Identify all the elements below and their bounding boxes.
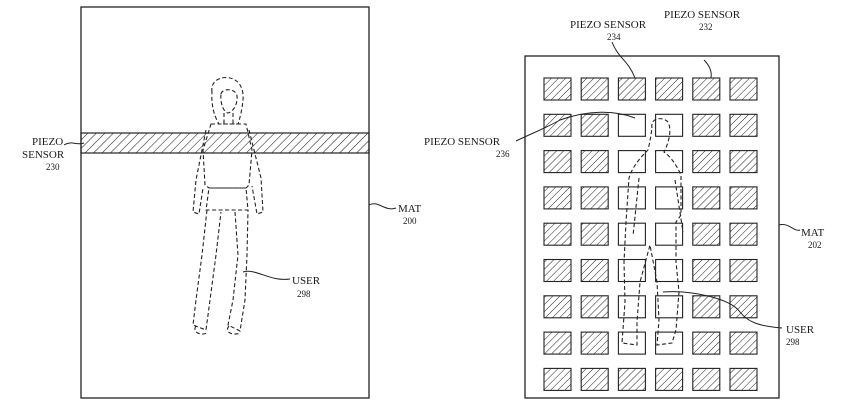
piezo-sensor-cell — [692, 77, 721, 101]
piezo-sensor-cell — [543, 295, 572, 319]
piezo-sensor-cell — [729, 77, 758, 101]
piezo-sensor-cell — [543, 367, 572, 391]
piezo-sensor-cell — [543, 331, 572, 355]
piezo-232-label: PIEZO SENSOR — [664, 9, 741, 21]
piezo-sensor-cell — [692, 150, 721, 174]
piezo-sensor-cell — [729, 331, 758, 355]
piezo-sensor-cell — [580, 367, 609, 391]
piezo-sensor-cell — [580, 258, 609, 283]
user-298-label-right: USER — [786, 324, 815, 336]
piezo-sensor-cell — [580, 295, 609, 319]
piezo-sensor-cell-active — [617, 222, 646, 246]
piezo-230-label-line1: PIEZO — [32, 136, 63, 148]
leader-piezo-236 — [515, 111, 636, 142]
piezo-sensor-cell — [580, 222, 609, 246]
piezo-236-number: 236 — [496, 149, 510, 159]
piezo-sensor-cell-active — [655, 258, 684, 283]
piezo-sensor-cell — [729, 367, 758, 391]
piezo-sensor-cell — [580, 186, 609, 210]
piezo-sensor-cell — [729, 186, 758, 210]
piezo-sensor-cell — [543, 77, 572, 101]
piezo-236-label: PIEZO SENSOR — [424, 136, 501, 148]
leader-user-298-left — [242, 270, 291, 280]
leader-user-298-right — [662, 291, 783, 329]
piezo-sensor-cell-active — [655, 150, 684, 174]
piezo-sensor-cell — [580, 331, 609, 355]
piezo-sensor-cell — [692, 331, 721, 355]
piezo-sensor-cell — [692, 113, 721, 137]
piezo-sensor-cell — [543, 113, 572, 137]
piezo-234-number: 234 — [607, 32, 621, 42]
piezo-sensor-cell — [692, 222, 721, 246]
mat-202-figure: PIEZO SENSOR 234 PIEZO SENSOR 232 PIEZO … — [424, 9, 825, 399]
piezo-sensor-cell — [617, 367, 646, 391]
piezo-234-label: PIEZO SENSOR — [570, 19, 647, 31]
piezo-sensor-cell — [543, 222, 572, 246]
piezo-sensor-grid — [543, 77, 758, 391]
piezo-sensor-cell — [692, 295, 721, 319]
mat-200-figure: PIEZO SENSOR 230 MAT 200 USER 298 — [22, 6, 422, 399]
piezo-sensor-cell-active — [617, 186, 646, 210]
user-298-number-left: 298 — [297, 289, 311, 299]
piezo-sensor-cell — [580, 77, 609, 101]
piezo-230-number: 230 — [46, 162, 60, 172]
piezo-sensor-cell — [655, 367, 684, 391]
piezo-sensor-cell — [729, 258, 758, 283]
piezo-sensor-cell-active — [655, 295, 684, 319]
piezo-232-number: 232 — [699, 22, 713, 32]
piezo-sensor-cell — [729, 295, 758, 319]
leader-piezo-230 — [63, 142, 85, 146]
user-298-number-right: 298 — [786, 337, 800, 347]
piezo-sensor-cell — [543, 186, 572, 210]
piezo-sensor-cell — [729, 113, 758, 137]
piezo-sensor-cell — [543, 150, 572, 174]
leader-piezo-232 — [703, 59, 712, 79]
piezo-sensor-cell — [655, 77, 684, 101]
leader-mat-200 — [368, 203, 397, 210]
mat-200-outline — [80, 6, 370, 399]
mat-200-number: 200 — [403, 216, 417, 226]
piezo-sensor-cell — [692, 258, 721, 283]
piezo-230-label-line2: SENSOR — [22, 149, 65, 161]
piezo-sensor-cell — [729, 150, 758, 174]
leader-piezo-234 — [611, 41, 636, 79]
user-298-label-left: USER — [292, 275, 321, 287]
mat-202-number: 202 — [808, 240, 822, 250]
piezo-sensor-cell — [692, 186, 721, 210]
user-298-silhouette-left — [192, 76, 264, 335]
piezo-sensor-cell-active — [617, 113, 646, 137]
mat-202-label: MAT — [801, 227, 825, 239]
piezo-sensor-cell-active — [655, 186, 684, 210]
piezo-sensor-cell-active — [617, 295, 646, 319]
piezo-sensor-cell — [692, 367, 721, 391]
piezo-sensor-cell — [617, 77, 646, 101]
piezo-sensor-cell — [580, 150, 609, 174]
piezo-sensor-230-strip — [80, 132, 370, 154]
piezo-sensor-cell-active — [617, 331, 646, 355]
piezo-sensor-cell — [580, 113, 609, 137]
mat-200-label: MAT — [398, 203, 422, 215]
piezo-sensor-cell-active — [655, 222, 684, 246]
leader-mat-202 — [778, 223, 801, 231]
piezo-sensor-cell-active — [617, 150, 646, 174]
piezo-sensor-cell-active — [617, 258, 646, 283]
piezo-sensor-cell — [543, 258, 572, 283]
piezo-sensor-cell — [729, 222, 758, 246]
